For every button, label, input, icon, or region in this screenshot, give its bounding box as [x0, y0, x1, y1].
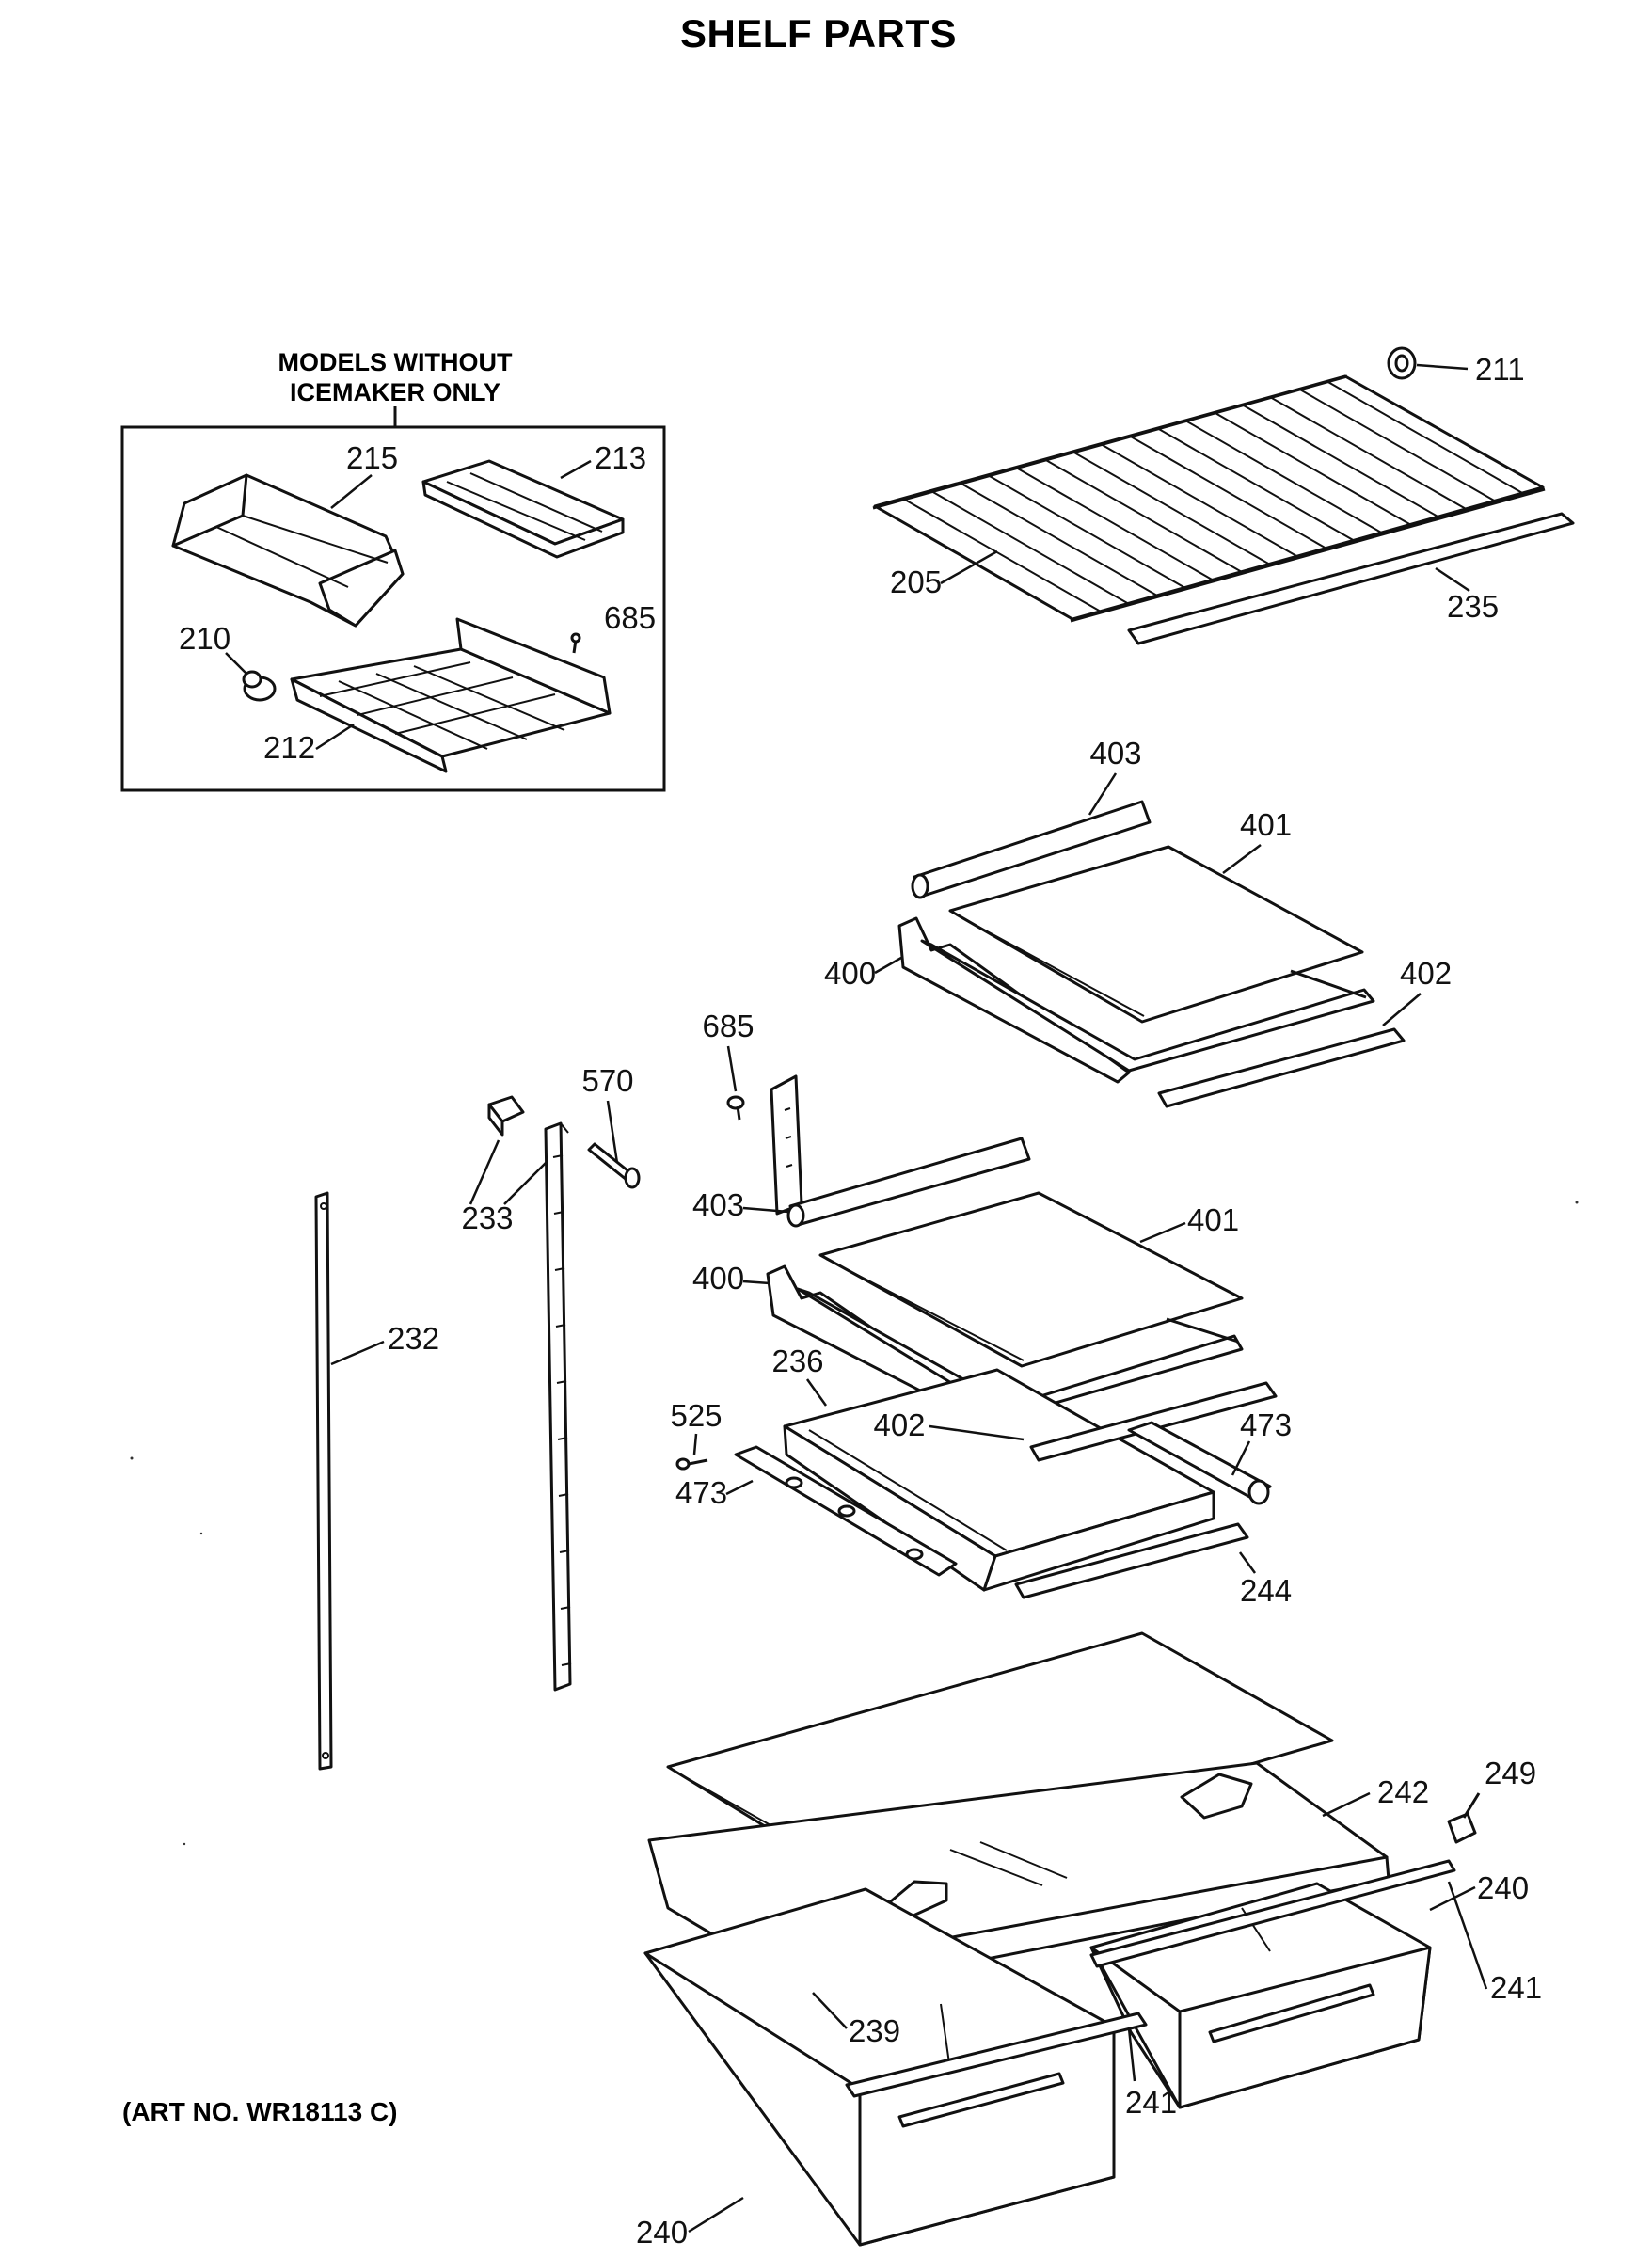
callout-401-lower: 401	[1187, 1202, 1239, 1237]
art-number: (ART NO. WR18113 C)	[122, 2097, 398, 2126]
shelf-rail-left	[544, 1121, 572, 1692]
screw-part-685	[726, 1095, 745, 1121]
clip-part-249	[1447, 1792, 1481, 1844]
inset-heading-line2: ICEMAKER ONLY	[290, 378, 500, 406]
crisper-handle-part-241-left	[845, 2012, 1148, 2098]
screw-part-570	[587, 1142, 641, 1189]
callout-570: 570	[581, 1063, 633, 1098]
callout-212: 212	[263, 730, 315, 765]
callout-205: 205	[890, 564, 942, 599]
callout-400-lower: 400	[692, 1261, 744, 1296]
callout-236: 236	[771, 1344, 823, 1378]
meat-pan-part-236	[783, 1368, 1215, 1592]
screw-part-525	[675, 1457, 708, 1471]
callout-473-right: 473	[1240, 1407, 1292, 1442]
callout-403-upper: 403	[1089, 736, 1141, 771]
callout-241-left: 241	[1125, 2085, 1177, 2120]
icemaker-inset: MODELS WITHOUT ICEMAKER ONLY	[120, 348, 666, 792]
callout-235: 235	[1447, 589, 1499, 624]
callout-232: 232	[388, 1321, 439, 1356]
callout-400-upper: 400	[824, 956, 876, 991]
inset-heading-line1: MODELS WITHOUT	[278, 348, 513, 376]
bracket-part-233	[487, 1095, 525, 1137]
shelf-frame-part-400-upper	[897, 916, 1375, 1084]
callout-213: 213	[595, 440, 646, 475]
callout-249: 249	[1485, 1756, 1536, 1790]
callout-239: 239	[849, 2013, 900, 2048]
callout-210: 210	[179, 621, 230, 656]
slide-rail-part-473-left	[734, 1445, 958, 1577]
callout-244: 244	[1240, 1573, 1292, 1608]
crisper-pan-part-240-left	[643, 1887, 1116, 2247]
callout-215: 215	[346, 440, 398, 475]
callout-685: 685	[702, 1009, 754, 1043]
shelf-stop-part-211	[1387, 346, 1469, 380]
callout-685-inset: 685	[604, 600, 656, 635]
glass-shelf-part-401-upper	[948, 845, 1364, 1024]
wire-shelf-part-205	[872, 374, 1546, 623]
callout-233: 233	[461, 1201, 513, 1235]
callout-240-right: 240	[1477, 1870, 1529, 1905]
knob-part-210	[242, 670, 277, 702]
ice-tray-part-213	[421, 459, 625, 559]
callout-525: 525	[670, 1398, 722, 1433]
glass-shelf-part-401-lower	[818, 1191, 1244, 1368]
screw-part-685-inset	[570, 632, 581, 654]
inset-frame	[120, 425, 666, 792]
shelf-rail-part-232	[314, 1191, 333, 1771]
callout-241-right: 241	[1490, 1970, 1542, 2005]
shelf-rail-short	[770, 1074, 803, 1216]
page-title: SHELF PARTS	[680, 11, 957, 56]
shelf-trim-part-402-lower	[1029, 1381, 1278, 1462]
shelf-trim-part-402-upper	[1157, 1027, 1406, 1108]
callout-473-left: 473	[675, 1475, 727, 1510]
callout-402-lower: 402	[873, 1407, 925, 1442]
callout-211: 211	[1475, 352, 1525, 387]
shelf-trim-part-235	[1127, 512, 1575, 645]
shelf-trim-part-403-lower	[786, 1137, 1031, 1228]
pan-trim-part-244	[1014, 1522, 1249, 1599]
callout-240-left: 240	[636, 2215, 688, 2250]
callout-242: 242	[1377, 1774, 1429, 1809]
callout-403-lower: 403	[692, 1187, 744, 1222]
shelf-trim-part-403-upper	[911, 800, 1152, 899]
callout-402-upper: 402	[1400, 956, 1452, 991]
ice-bucket-part-215	[171, 473, 405, 628]
ice-bin-support-part-212	[290, 617, 612, 773]
crisper-handle-part-241-right	[1089, 1859, 1456, 1968]
callout-401-upper: 401	[1240, 807, 1292, 842]
slide-rail-part-473-right	[1127, 1421, 1272, 1505]
